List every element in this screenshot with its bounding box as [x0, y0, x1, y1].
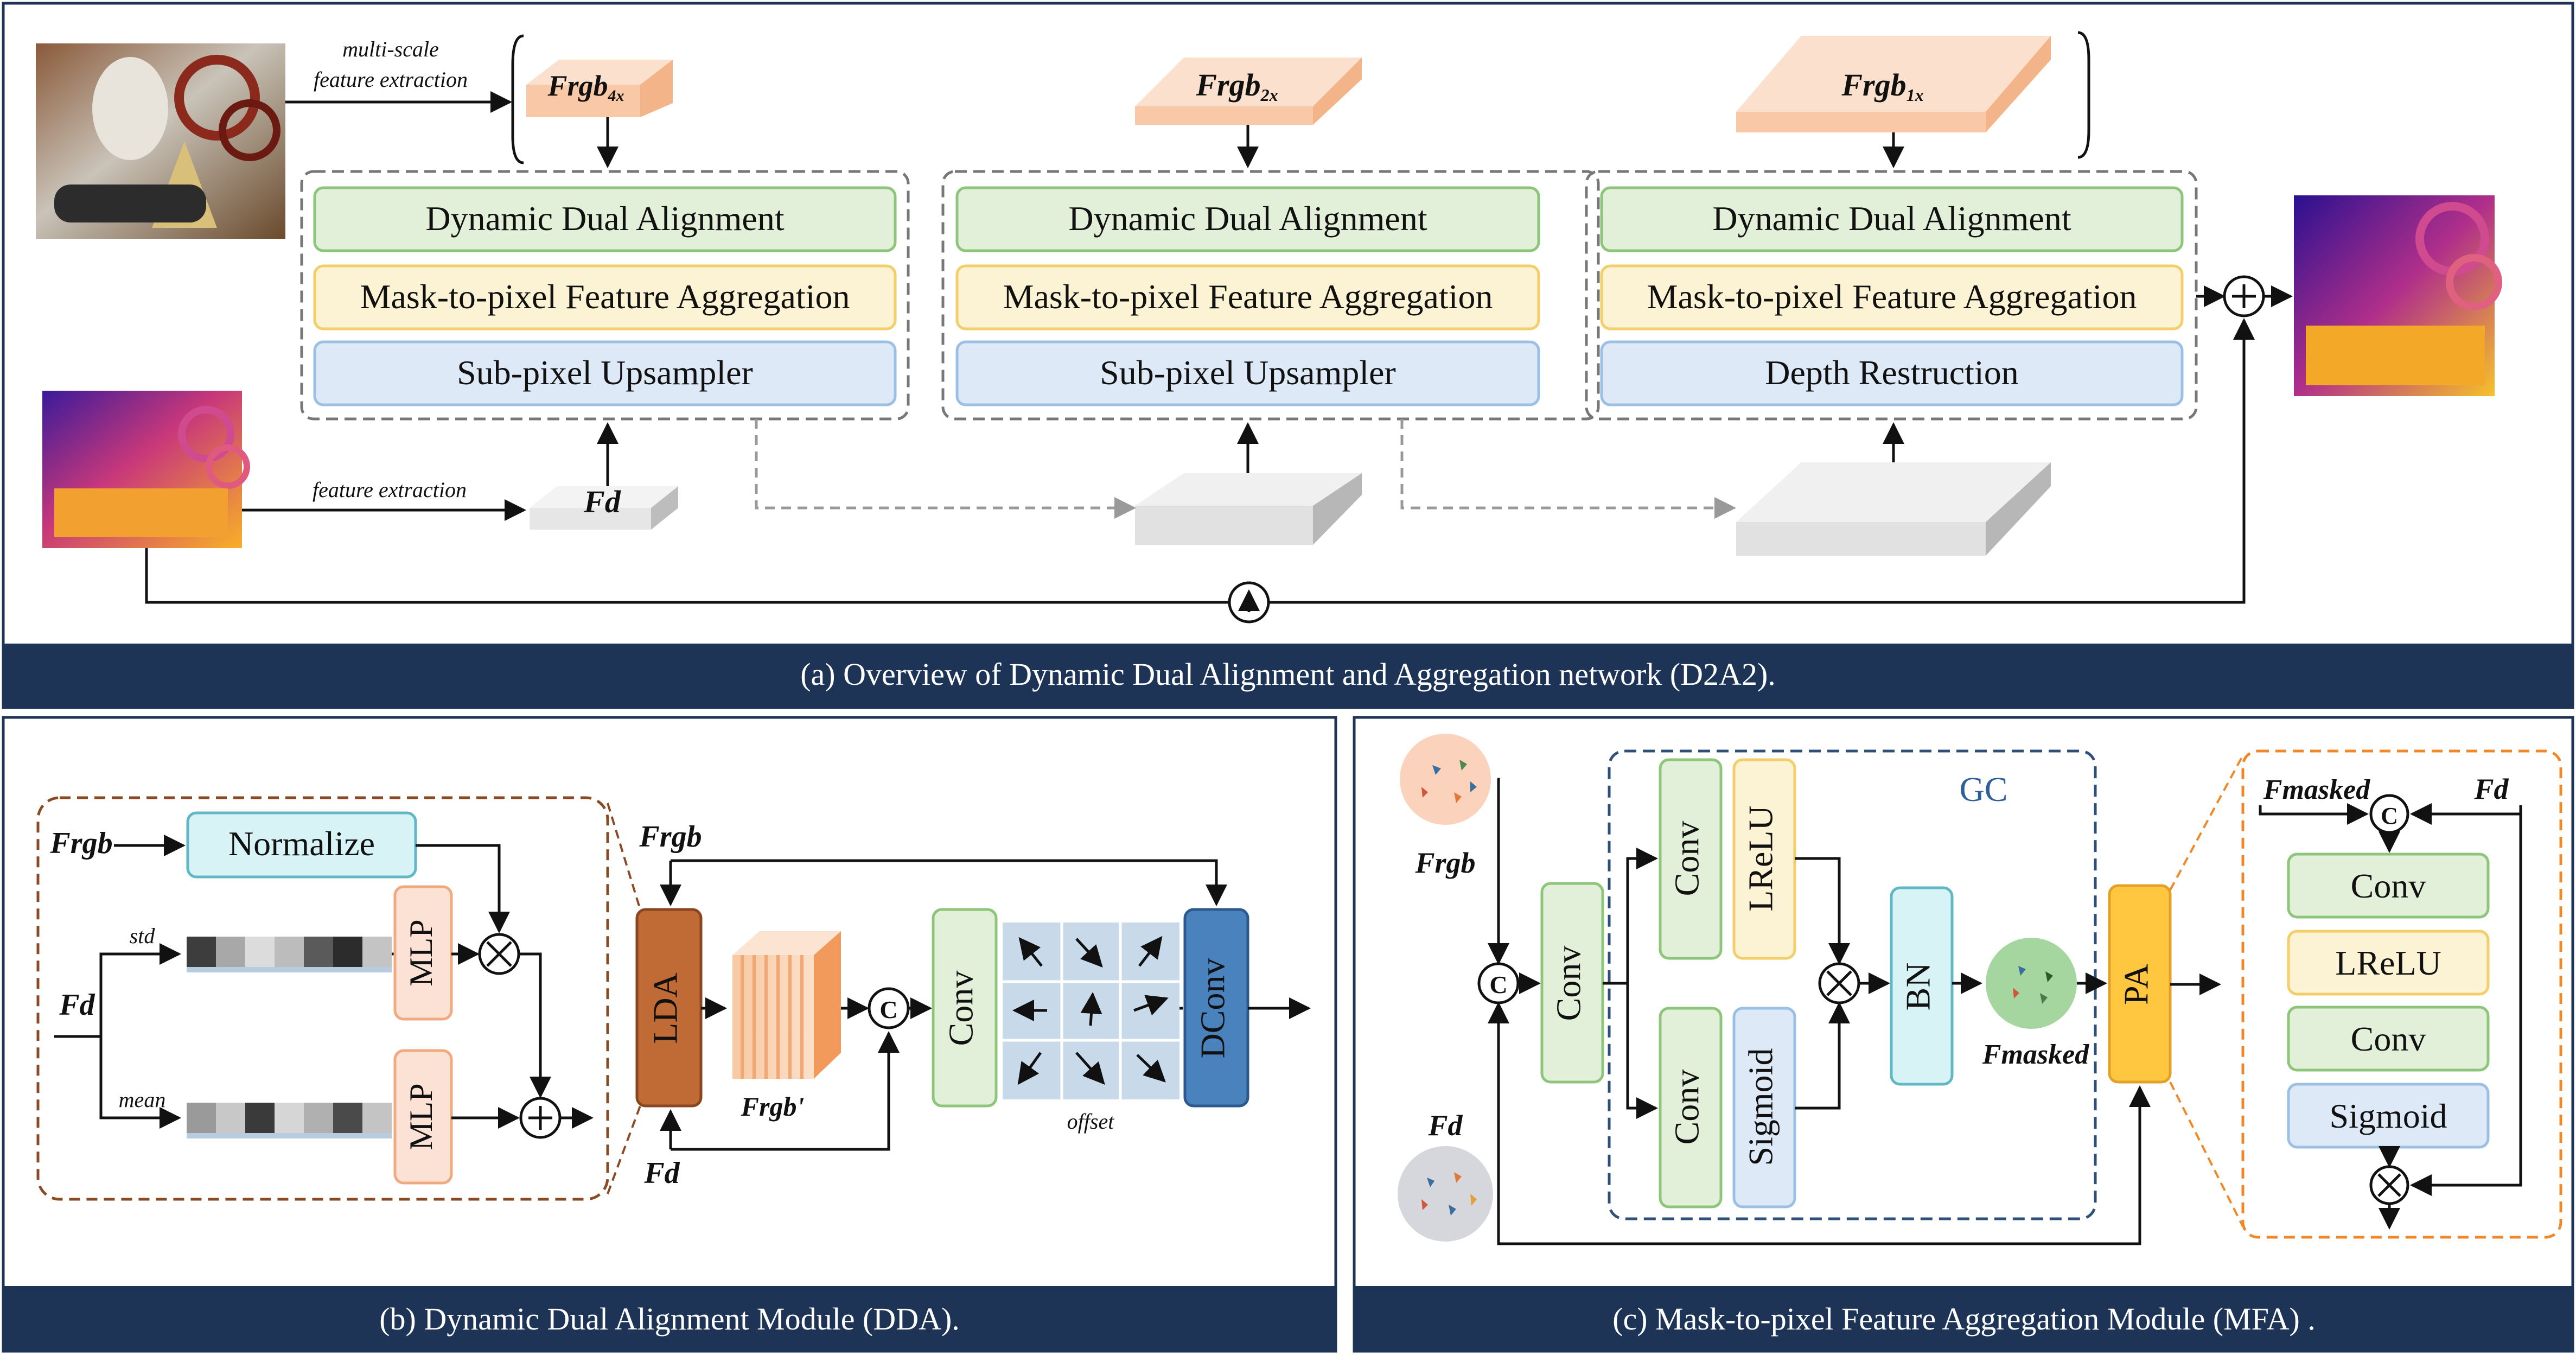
svg-text:Frgb2x: Frgb2x	[1195, 67, 1278, 105]
pa-fd-label: Fd	[2473, 773, 2509, 805]
gc-container	[1608, 749, 2097, 1220]
stage1-upsampler-label: Sub-pixel Upsampler	[457, 353, 753, 392]
normalize-label: Normalize	[228, 824, 375, 863]
panel-a-caption-bar	[3, 644, 2573, 708]
fmasked-circle	[1986, 938, 2077, 1029]
gc-conv-bottom-label: Conv	[1668, 1070, 1706, 1145]
stage1-mfa-label: Mask-to-pixel Feature Aggregation	[360, 277, 850, 316]
right-brace	[2077, 31, 2090, 159]
conv-box-b	[932, 908, 998, 1108]
pa-fmasked-label: Fmasked	[2263, 774, 2370, 805]
concat-label-b: C	[879, 996, 897, 1023]
pa-conv2-label: Conv	[2351, 1020, 2426, 1058]
svg-text:Frgb4x: Frgb4x	[547, 69, 624, 105]
frgb-4x-slab: Frgb4x	[526, 60, 673, 117]
pa-concat-label: C	[2381, 803, 2398, 829]
gc-lrelu-label: LReLU	[1742, 805, 1780, 912]
pa-sigmoid-label: Sigmoid	[2330, 1097, 2447, 1135]
feature-extraction-label: feature extraction	[313, 478, 467, 502]
b-fd-input: Fd	[59, 988, 95, 1022]
b-fd-bottom: Fd	[643, 1156, 680, 1190]
conv-label-c: Conv	[1550, 946, 1588, 1021]
concat-label-c: C	[1489, 971, 1507, 998]
conv-label-b: Conv	[942, 971, 980, 1046]
std-label: std	[130, 924, 156, 948]
std-vector	[187, 937, 392, 972]
pa-conv1-label: Conv	[2351, 867, 2426, 905]
stage1-mfa-box	[313, 264, 897, 330]
fmasked-label: Fmasked	[1982, 1039, 2089, 1070]
stage2-dda-label: Dynamic Dual Alignment	[1068, 199, 1427, 238]
pa-lrelu-box	[2287, 930, 2490, 996]
output-depth-image	[2294, 195, 2502, 396]
pa-conv1-box	[2287, 853, 2490, 919]
mlp-mean-label: MLP	[403, 1083, 439, 1150]
gray-feature-slab-3	[1736, 462, 2051, 556]
bn-label: BN	[1899, 963, 1937, 1011]
gc-conv-top-box	[1659, 758, 1723, 960]
offset-label: offset	[1067, 1109, 1115, 1134]
gc-sigmoid-label: Sigmoid	[1742, 1048, 1780, 1166]
stage2-mfa-label: Mask-to-pixel Feature Aggregation	[1003, 277, 1493, 316]
pa-conv2-box	[2287, 1006, 2490, 1072]
stage3-dda-label: Dynamic Dual Alignment	[1712, 199, 2071, 238]
stage2-upsampler-label: Sub-pixel Upsampler	[1100, 353, 1396, 392]
panel-b-caption: (b) Dynamic Dual Alignment Module (DDA).	[379, 1301, 960, 1337]
input-depth-image	[42, 391, 250, 548]
input-rgb-image	[36, 43, 285, 239]
gc-conv-top-label: Conv	[1668, 821, 1706, 896]
panel-a-caption: (a) Overview of Dynamic Dual Alignment a…	[800, 657, 1776, 692]
stage1-upsampler-box	[313, 340, 897, 406]
panel-c-caption-bar	[1354, 1286, 2573, 1351]
fd-feature-circle	[1398, 1146, 1493, 1242]
svg-text:Frgb1x: Frgb1x	[1841, 67, 1923, 105]
b-frgb-input: Frgb	[49, 826, 112, 860]
stage3-mfa-label: Mask-to-pixel Feature Aggregation	[1647, 277, 2137, 316]
lda-label: LDA	[646, 972, 685, 1044]
stage-2: Dynamic Dual Alignment Mask-to-pixel Fea…	[941, 170, 1600, 421]
gc-conv-bottom-box	[1659, 1007, 1723, 1208]
fd-slab: Fd	[530, 484, 678, 530]
bn-box	[1890, 886, 1954, 1086]
stage1-dda-label: Dynamic Dual Alignment	[425, 199, 784, 238]
multi-scale-label-2: feature extraction	[314, 67, 468, 92]
stage1-dda-box	[313, 186, 897, 252]
frgb-feature-circle	[1400, 734, 1491, 825]
pa-label: PA	[2117, 964, 2156, 1005]
pa-lrelu-label: LReLU	[2335, 944, 2441, 982]
gc-label: GC	[1960, 770, 2008, 809]
left-brace	[511, 34, 524, 164]
global-skip-line	[145, 318, 2255, 604]
mean-vector	[187, 1103, 392, 1138]
offset-grid	[1003, 923, 1179, 1099]
panel-c-caption: (c) Mask-to-pixel Feature Aggregation Mo…	[1612, 1301, 2316, 1337]
c-fd-label: Fd	[1427, 1109, 1463, 1142]
frgb-2x-slab: Frgb2x	[1135, 58, 1362, 125]
frgb-prime-cube	[732, 931, 841, 1079]
frgb-prime-label: Frgb'	[741, 1091, 805, 1122]
panel-b-caption-bar	[3, 1286, 1336, 1351]
gray-feature-slab-2	[1135, 473, 1362, 545]
mlp-std-label: MLP	[403, 919, 439, 986]
b-frgb-top: Frgb	[639, 820, 702, 854]
mean-label: mean	[119, 1087, 166, 1112]
fd-slab-label: Fd	[583, 484, 621, 519]
stage-1: Dynamic Dual Alignment Mask-to-pixel Fea…	[300, 170, 910, 421]
c-frgb-label: Frgb	[1414, 847, 1475, 879]
frgb-1x-slab: Frgb1x	[1736, 36, 2051, 132]
lda-detail-container	[36, 796, 609, 1201]
stage3-restruction-label: Depth Restruction	[1765, 353, 2018, 392]
multi-scale-label-1: multi-scale	[342, 37, 439, 61]
pa-detail-container	[2241, 749, 2562, 1239]
stage-3: Dynamic Dual Alignment Mask-to-pixel Fea…	[1585, 170, 2198, 421]
dconv-label: DConv	[1194, 958, 1232, 1059]
